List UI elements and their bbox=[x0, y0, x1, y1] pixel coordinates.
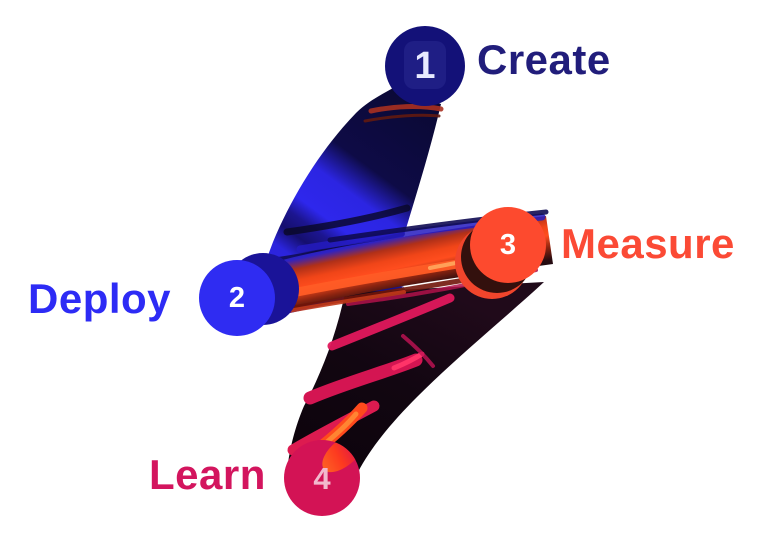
step-number-learn: 4 bbox=[313, 460, 331, 496]
step-label-deploy: Deploy bbox=[28, 275, 172, 322]
step-number-create: 1 bbox=[414, 45, 436, 87]
step-circle-create: 1 bbox=[385, 26, 465, 106]
step-circle-measure: 3 bbox=[470, 207, 546, 283]
step-label-create: Create bbox=[477, 36, 611, 83]
step-number-measure: 3 bbox=[499, 228, 517, 261]
step-circle-deploy: 2 bbox=[199, 260, 275, 336]
number-plate bbox=[404, 41, 446, 89]
step-label-learn: Learn bbox=[149, 451, 266, 498]
step-label-measure: Measure bbox=[561, 220, 735, 267]
step-number-deploy: 2 bbox=[228, 281, 246, 314]
step-circle-learn: 4 bbox=[284, 440, 360, 516]
